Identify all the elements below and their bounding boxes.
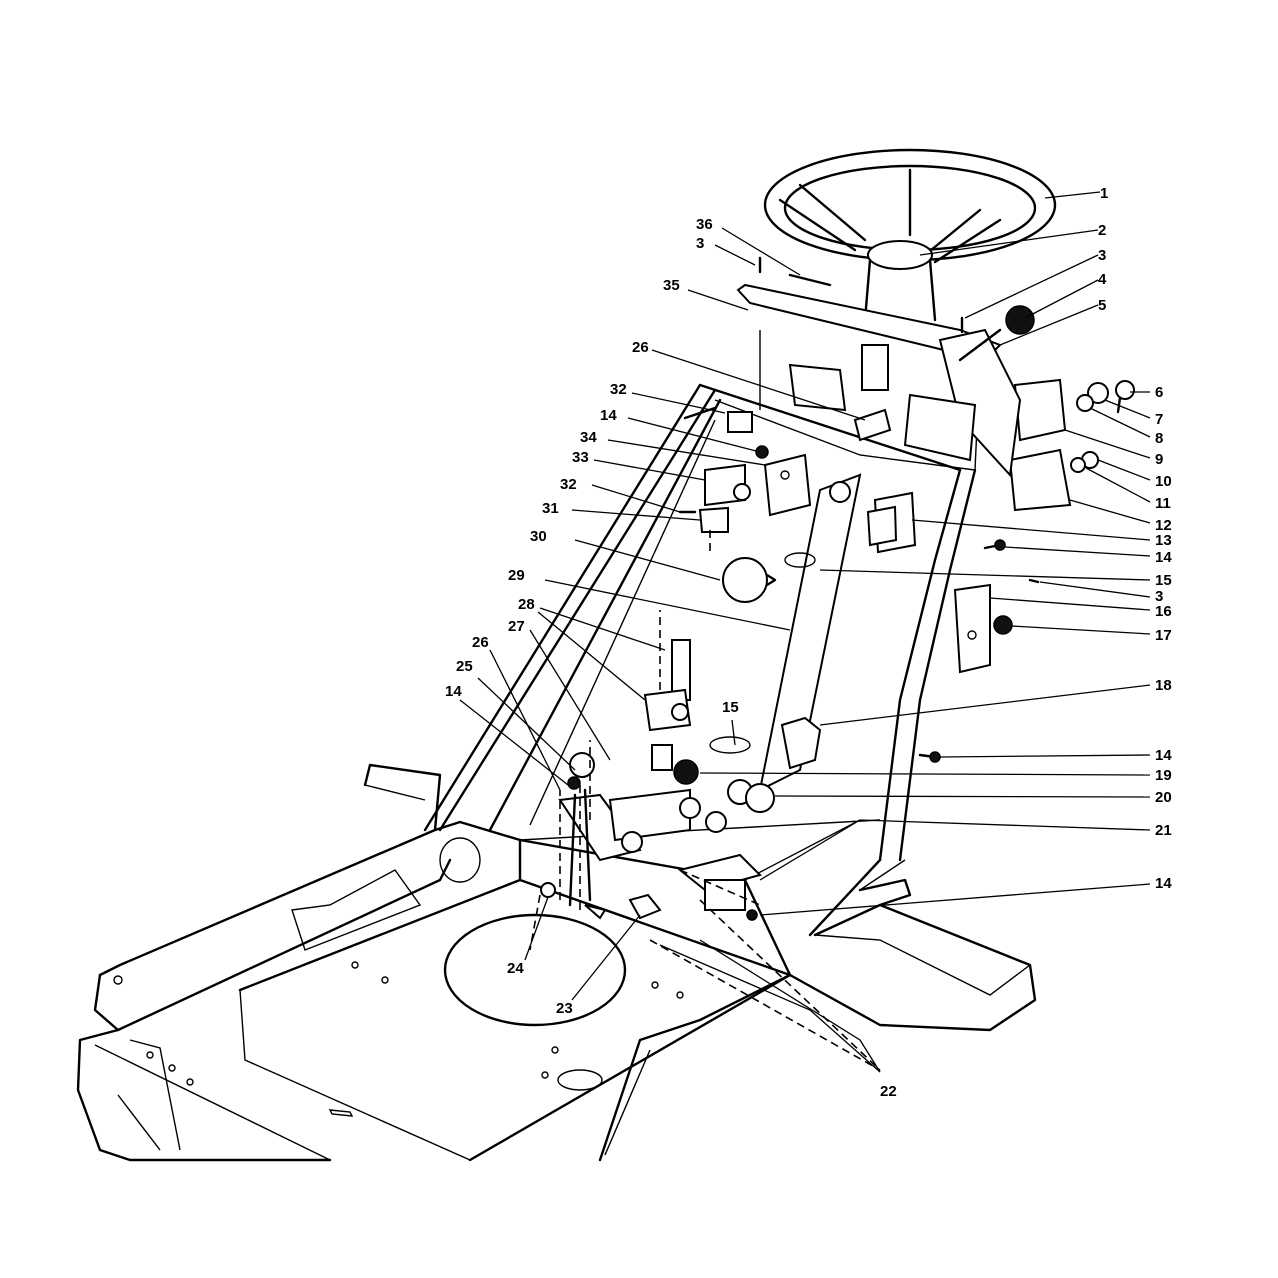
callout-labels: 1 2 3 3 4 5 6 7 8 9 10 11 12 13 14 15 3 … (445, 185, 1172, 1100)
callout-6: 6 (1155, 384, 1163, 401)
callout-8: 8 (1155, 430, 1163, 447)
callout-3: 3 (1098, 247, 1106, 264)
callout-15: 15 (722, 699, 739, 716)
callout-36: 36 (696, 216, 713, 233)
callout-5: 5 (1098, 297, 1106, 314)
callout-27: 27 (508, 618, 525, 635)
callout-12: 12 (1155, 517, 1172, 534)
callout-15: 15 (1155, 572, 1172, 589)
callout-14: 14 (1155, 875, 1172, 892)
callout-21: 21 (1155, 822, 1172, 839)
callout-32: 32 (610, 381, 627, 398)
callout-33: 33 (572, 449, 589, 466)
callout-3: 3 (1155, 588, 1163, 605)
callout-14: 14 (1155, 549, 1172, 566)
tractor-body (76, 763, 1037, 1162)
callout-29: 29 (508, 567, 525, 584)
steering-wheel (763, 148, 1057, 322)
callout-7: 7 (1155, 411, 1163, 428)
callout-11: 11 (1155, 495, 1171, 512)
callout-26: 26 (472, 634, 489, 651)
callout-35: 35 (663, 277, 680, 294)
callout-13: 13 (1155, 532, 1172, 549)
callout-28: 28 (518, 596, 535, 613)
leader-lines (459, 191, 1151, 1073)
callout-14: 14 (445, 683, 462, 700)
callout-17: 17 (1155, 627, 1172, 644)
steering-console (423, 383, 977, 937)
callout-26: 26 (632, 339, 649, 356)
callout-22: 22 (880, 1083, 897, 1100)
callout-30: 30 (530, 528, 547, 545)
callout-16: 16 (1155, 603, 1172, 620)
callout-34: 34 (580, 429, 597, 446)
callout-14: 14 (600, 407, 617, 424)
callout-23: 23 (556, 1000, 573, 1017)
callout-9: 9 (1155, 451, 1163, 468)
callout-14: 14 (1155, 747, 1172, 764)
callout-1: 1 (1100, 185, 1108, 202)
panel-parts (529, 256, 1135, 1071)
callout-25: 25 (456, 658, 473, 675)
callout-3: 3 (696, 235, 704, 252)
callout-4: 4 (1098, 271, 1107, 288)
callout-2: 2 (1098, 222, 1106, 239)
callout-24: 24 (507, 960, 524, 977)
callout-32: 32 (560, 476, 577, 493)
callout-10: 10 (1155, 473, 1172, 490)
callout-19: 19 (1155, 767, 1172, 784)
callout-18: 18 (1155, 677, 1172, 694)
callout-20: 20 (1155, 789, 1172, 806)
callout-31: 31 (542, 500, 559, 517)
